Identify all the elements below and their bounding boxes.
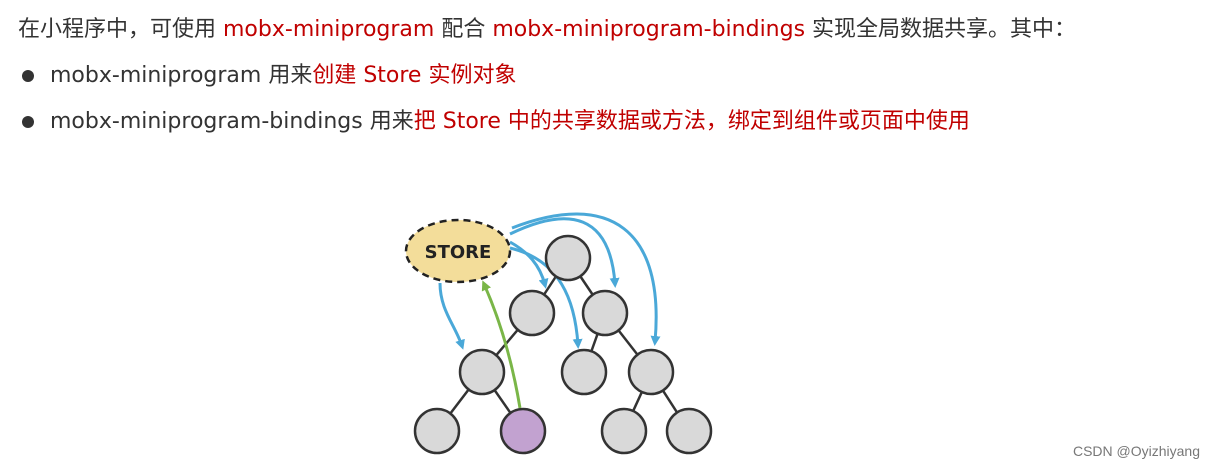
store-label: STORE [425, 242, 492, 263]
bullet-item: mobx-miniprogram 用来创建 Store 实例对象 [18, 61, 970, 107]
green-arrow [481, 280, 522, 409]
bullet-item: mobx-miniprogram-bindings 用来把 Store 中的共享… [18, 107, 970, 153]
bullet-highlight: 把 Store 中的共享数据或方法，绑定到组件或页面中使用 [413, 109, 970, 134]
tree-node [413, 407, 461, 455]
bullet-dot-icon [22, 116, 34, 128]
lib-mobx-miniprogram: mobx-miniprogram [223, 17, 435, 42]
bullet-text: mobx-miniprogram-bindings 用来 [50, 109, 414, 134]
tree-node [544, 234, 592, 282]
tree-node [458, 348, 506, 396]
lib-mobx-miniprogram-bindings: mobx-miniprogram-bindings [492, 17, 806, 42]
store-bubble [404, 218, 512, 284]
bullet-list: mobx-miniprogram 用来创建 Store 实例对象 mobx-mi… [18, 61, 970, 153]
intro-prefix: 在小程序中，可使用 [18, 17, 223, 42]
watermark: CSDN @Oyizhiyang [1072, 443, 1200, 459]
intro-suffix: 实现全局数据共享。其中： [805, 17, 1077, 42]
tree-node [600, 407, 648, 455]
tree-node [627, 348, 675, 396]
tree-node [508, 289, 556, 337]
tree-node [581, 289, 629, 337]
tree-node-highlighted [499, 407, 547, 455]
bullet-dot-icon [22, 70, 34, 82]
tree-node [560, 348, 608, 396]
store-tree-diagram: STORE [404, 212, 713, 455]
intro-mid: 配合 [434, 17, 493, 42]
bullet-highlight: 创建 Store 实例对象 [312, 63, 517, 88]
intro-paragraph: 在小程序中，可使用 mobx-miniprogram 配合 mobx-minip… [18, 15, 1076, 45]
store-arrows [438, 212, 661, 350]
tree-nodes [413, 234, 713, 455]
tree-node [665, 407, 713, 455]
bullet-text: mobx-miniprogram 用来 [50, 63, 313, 88]
